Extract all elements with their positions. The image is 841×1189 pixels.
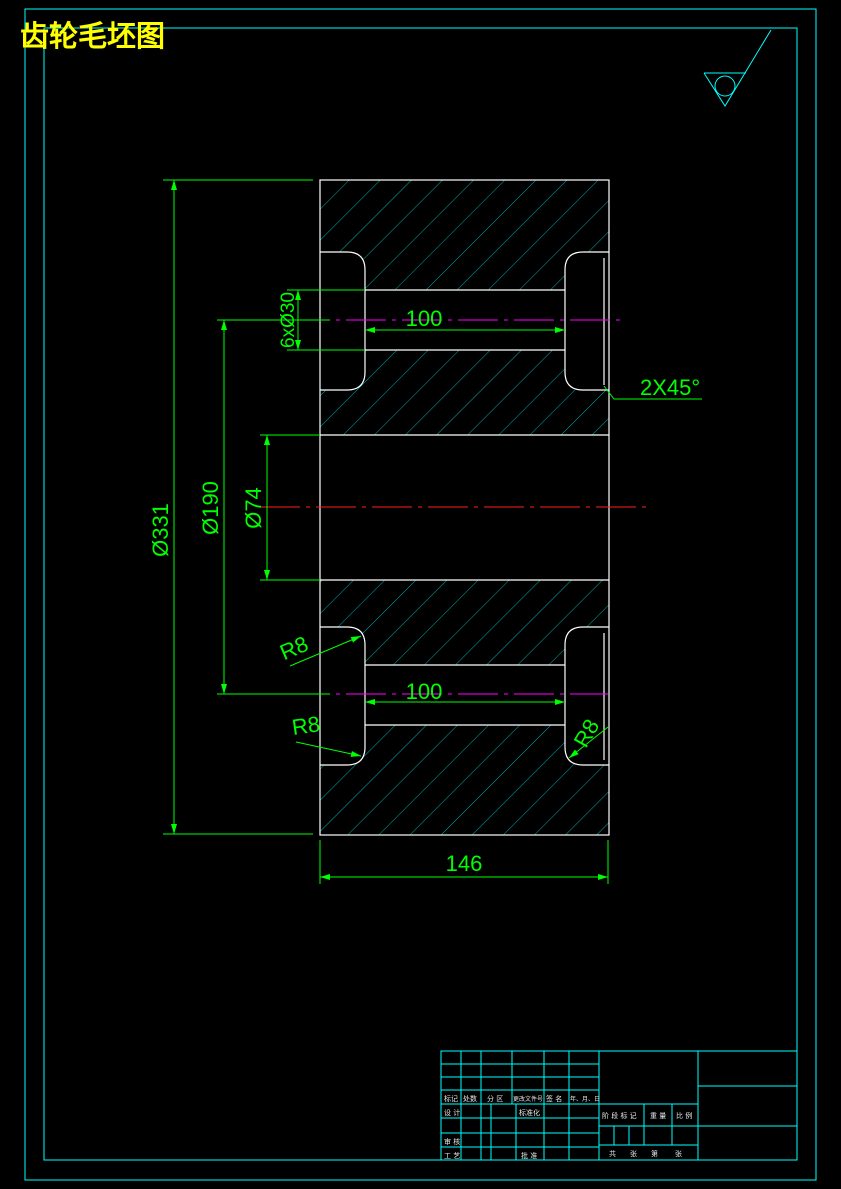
tb-review: 审 核 [444, 1137, 460, 1146]
dim-outer-diameter: Ø331 [148, 503, 173, 557]
tb-date: 年、月、日 [570, 1095, 600, 1103]
tb-mark: 标记 [444, 1094, 458, 1103]
dim-bore-diameter: Ø74 [241, 487, 266, 529]
inner-frame [43, 27, 798, 1161]
tb-standardization: 标准化 [519, 1108, 540, 1117]
tb-sheets-1: 张 [630, 1149, 637, 1158]
tb-signature: 签 名 [546, 1094, 562, 1103]
outer-frame [24, 8, 817, 1181]
tb-sheets-2: 张 [675, 1149, 682, 1158]
dim-fillet-1: R8 [276, 631, 312, 665]
dim-hole-depth-top: 100 [406, 306, 443, 331]
drawing-title: 齿轮毛坯图 [20, 19, 165, 53]
title-block [440, 1050, 798, 1161]
title-block-labels: 标记 处数 分 区 更改文件号 签 名 年、月、日 设 计 标准化 审 核 工 … [444, 1094, 692, 1160]
tb-process: 工 艺 [444, 1152, 460, 1160]
dim-holes: 6xØ30 [278, 292, 299, 348]
tb-weight: 重 量 [650, 1112, 666, 1120]
tb-approval: 批 准 [521, 1151, 537, 1160]
tb-scale: 比 例 [676, 1111, 692, 1120]
tb-design: 设 计 [444, 1108, 460, 1117]
tb-zone: 分 区 [487, 1094, 503, 1103]
dim-fillet-2: R8 [290, 711, 321, 740]
surface-roughness-symbol [703, 29, 772, 107]
tb-stage-mark: 阶 段 标 记 [602, 1111, 637, 1120]
dim-chamfer: 2X45° [640, 375, 700, 400]
dim-hole-circle-diameter: Ø190 [198, 481, 223, 535]
dim-hole-depth-bottom: 100 [406, 679, 443, 704]
tb-total: 共 [609, 1149, 616, 1158]
tb-count: 处数 [463, 1094, 477, 1103]
tb-number: 第 [651, 1149, 658, 1158]
dim-width: 146 [446, 851, 483, 876]
dimension-lines [163, 179, 702, 884]
tb-change-doc: 更改文件号 [513, 1095, 543, 1103]
unhatched-regions [320, 252, 609, 765]
